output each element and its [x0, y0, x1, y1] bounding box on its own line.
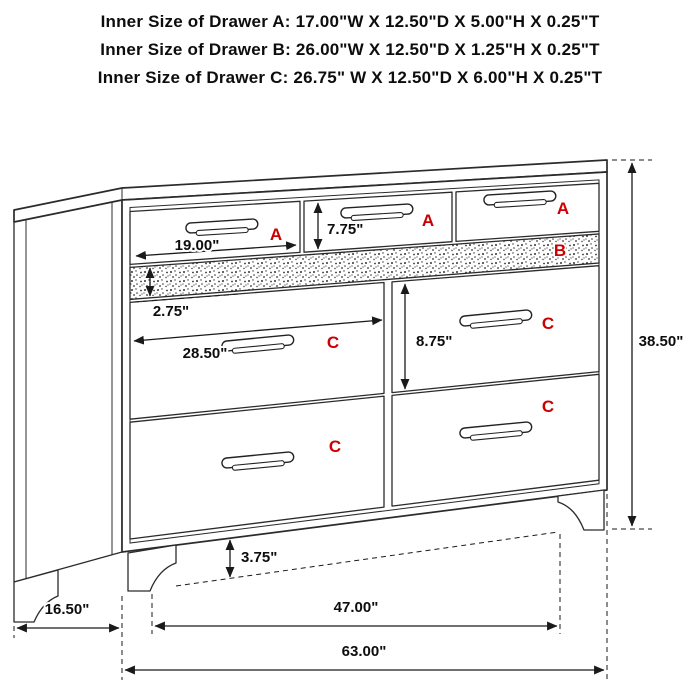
- drawer-c-bottom-right: [391, 373, 600, 507]
- dim-line-drawer-c-width: [133, 316, 383, 345]
- dim-leg-height: 3.75": [241, 549, 277, 566]
- drawer-c-bottom-left-letter: C: [329, 437, 341, 456]
- dim-drawer-a-width: 19.00": [175, 237, 220, 254]
- dim-feet-span: 47.00": [334, 599, 379, 616]
- drawer-a3-letter: A: [557, 199, 569, 218]
- dim-overall-width: 63.00": [342, 643, 387, 660]
- inner-size-line-c: Inner Size of Drawer C: 26.75" W X 12.50…: [97, 68, 603, 87]
- drawer-a1-letter: A: [270, 225, 282, 244]
- inner-size-line-b: Inner Size of Drawer B: 26.00"W X 12.50"…: [100, 40, 600, 59]
- dim-side-depth: 16.50": [45, 601, 90, 618]
- drawer-c-top-right-letter: C: [542, 314, 554, 333]
- drawer-c-middle-left-letter: C: [327, 333, 339, 352]
- floor-line: [175, 531, 559, 587]
- dim-line-drawer-a-width: [135, 241, 297, 260]
- dim-drawer-b-height: 2.75": [153, 303, 189, 320]
- dim-overall-height: 38.50": [639, 333, 684, 350]
- inner-size-line-a: Inner Size of Drawer A: 17.00"W X 12.50"…: [100, 12, 600, 31]
- front-right-foot: [557, 489, 605, 531]
- drawer-b-letter: B: [554, 241, 566, 260]
- front-left-foot: [127, 544, 177, 592]
- dresser-side-panel: [13, 199, 123, 583]
- drawer-c-top-right: [391, 265, 600, 394]
- drawer-b-glitter-band: [129, 233, 600, 301]
- dim-drawer-c-width: 28.50": [183, 345, 228, 362]
- dim-drawer-c-height: 8.75": [416, 333, 452, 350]
- dim-drawer-a-height: 7.75": [327, 221, 363, 238]
- drawer-c-bottom-right-letter: C: [542, 397, 554, 416]
- back-left-foot: [13, 569, 59, 623]
- inner-size-header: Inner Size of Drawer A: 17.00"W X 12.50"…: [0, 8, 700, 92]
- drawer-a2-letter: A: [422, 211, 434, 230]
- drawer-a2: [303, 191, 453, 253]
